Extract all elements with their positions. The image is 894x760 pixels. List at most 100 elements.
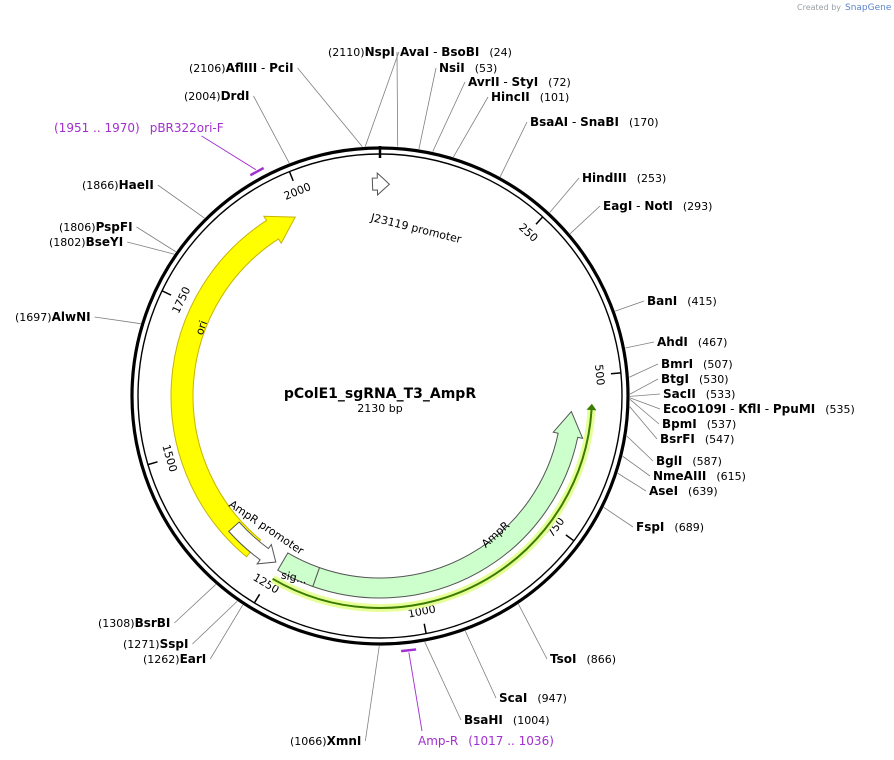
enzyme-site[interactable]: (1308)BsrBI [98, 584, 217, 630]
enzyme-site[interactable]: BmrI(507) [629, 357, 733, 378]
enzyme-site[interactable]: FspI (689) [603, 507, 704, 534]
enzyme-name: EcoO109I [663, 402, 726, 416]
enzyme-position: (1066) [290, 735, 327, 748]
enzyme-site[interactable]: (2106)AflIII - PciI [189, 61, 363, 147]
enzyme-site[interactable]: (1066)XmnI [290, 645, 380, 748]
enzyme-leader-line [629, 397, 661, 410]
ampr-cds-line [272, 409, 593, 609]
enzyme-site[interactable]: AseI(639) [617, 472, 718, 498]
enzyme-site[interactable]: BtgI(530) [629, 372, 729, 395]
enzyme-site[interactable]: AhdI(467) [625, 335, 727, 349]
enzyme-name: SspI [160, 637, 189, 651]
enzyme-site[interactable]: NmeAIII (615) [622, 455, 746, 483]
enzyme-position: (24) [489, 46, 512, 59]
enzyme-site[interactable]: BsaHI(1004) [424, 641, 550, 727]
enzyme-label: BmrI(507) [661, 357, 733, 371]
enzyme-label: SacII(533) [663, 387, 735, 401]
enzyme-leader-line [629, 363, 659, 378]
enzyme-site[interactable]: HindIII(253) [549, 171, 667, 213]
enzyme-label: (1802)BseYI [49, 235, 123, 249]
enzyme-site[interactable]: SacII(533) [629, 387, 735, 401]
enzyme-leader-line [209, 604, 244, 660]
enzyme-site[interactable]: AvrII - StyI(72) [432, 75, 571, 152]
enzyme-position: (507) [703, 358, 733, 371]
enzyme-position: (415) [687, 295, 717, 308]
enzyme-position: (947) [537, 692, 567, 705]
enzyme-label: BsaHI(1004) [464, 713, 549, 727]
enzyme-site[interactable]: ScaI(947) [464, 630, 567, 705]
created-by-label: Created by [797, 3, 841, 12]
enzyme-separator: - [568, 115, 580, 129]
enzyme-name: BsaAI [530, 115, 568, 129]
enzyme-site[interactable]: AvaI - BsoBI(24) [396, 45, 512, 147]
enzyme-leader-line [192, 600, 238, 645]
primer-name: pBR322ori-F [150, 121, 224, 135]
enzyme-site[interactable]: (1802)BseYI [49, 235, 175, 255]
enzyme-site[interactable]: BsrFI(547) [629, 406, 735, 446]
enzyme-position: (615) [716, 470, 746, 483]
enzyme-leader-line [253, 95, 290, 164]
enzyme-label: (1308)BsrBI [98, 616, 170, 630]
enzyme-site[interactable]: BglI(587) [626, 435, 722, 468]
enzyme-leader-line [629, 399, 660, 425]
enzyme-leader-line [569, 205, 601, 235]
enzyme-leader-line [622, 455, 651, 477]
primer-site[interactable]: (1951 .. 1970)pBR322ori-F [54, 121, 265, 177]
enzyme-site[interactable]: BsaAI - SnaBI(170) [499, 115, 659, 177]
enzyme-name: StyI [512, 75, 539, 89]
enzyme-site[interactable]: (2004)DrdI [184, 89, 290, 164]
enzyme-leader-line [603, 507, 634, 528]
primer-label: Amp-R(1017 .. 1036) [418, 734, 554, 748]
enzyme-position: (1802) [49, 236, 86, 249]
enzyme-site[interactable]: (2110)NspI [328, 45, 400, 147]
enzyme-position: (533) [706, 388, 736, 401]
enzyme-name: NmeAIII [653, 469, 706, 483]
enzyme-name: KflI [738, 402, 761, 416]
tick-mark [147, 461, 158, 466]
enzyme-site[interactable]: (1866)HaeII [82, 178, 205, 219]
enzyme-site[interactable]: EagI - NotI(293) [569, 199, 712, 235]
enzyme-separator: - [761, 402, 773, 416]
enzyme-label: EagI - NotI(293) [603, 199, 712, 213]
enzyme-leader-line [127, 241, 175, 255]
enzyme-name: NotI [644, 199, 673, 213]
tick-mark [288, 171, 294, 182]
enzyme-site[interactable]: (1697)AlwNI [15, 310, 141, 325]
enzyme-site[interactable]: HincII(101) [453, 90, 569, 158]
enzyme-name: PciI [269, 61, 294, 75]
enzyme-site[interactable]: EcoO109I - KflI - PpuMI(535) [629, 397, 855, 416]
enzyme-leader-line [625, 341, 655, 349]
enzyme-name: HincII [491, 90, 530, 104]
enzyme-position: (535) [825, 403, 855, 416]
enzyme-name: AseI [649, 484, 678, 498]
enzyme-position: (547) [705, 433, 735, 446]
enzyme-label: AseI(639) [649, 484, 718, 498]
tick-mark [253, 593, 261, 604]
enzyme-site[interactable]: (1806)PspFI [59, 220, 177, 253]
enzyme-site[interactable]: (1271)SspI [123, 600, 238, 651]
enzyme-name: AflIII [226, 61, 258, 75]
enzyme-label: BtgI(530) [661, 372, 729, 386]
enzyme-site[interactable]: BanI (415) [615, 294, 717, 312]
enzyme-separator: - [429, 45, 441, 59]
enzyme-name: FspI [636, 520, 664, 534]
primer-bar [249, 166, 265, 177]
enzyme-site[interactable]: NsiI(53) [418, 61, 497, 150]
enzyme-position: (1262) [143, 653, 180, 666]
enzyme-name: BanI [647, 294, 677, 308]
enzyme-name: AhdI [657, 335, 688, 349]
enzyme-leader-line [364, 51, 400, 147]
enzyme-leader-line [499, 121, 528, 177]
enzyme-site[interactable]: TsoI(866) [518, 603, 616, 666]
primer-site[interactable]: Amp-R(1017 .. 1036) [400, 648, 554, 748]
enzyme-position: (1697) [15, 311, 52, 324]
enzyme-position: (689) [674, 521, 704, 534]
enzyme-position: (1866) [82, 179, 119, 192]
enzyme-site[interactable]: BpmI(537) [629, 399, 736, 431]
enzyme-label: AvaI - BsoBI(24) [400, 45, 512, 59]
enzyme-leader-line [518, 603, 548, 660]
enzyme-label: BsaAI - SnaBI(170) [530, 115, 659, 129]
enzyme-site[interactable]: (1262)EarI [143, 604, 244, 666]
primer-label: (1951 .. 1970)pBR322ori-F [54, 121, 224, 135]
